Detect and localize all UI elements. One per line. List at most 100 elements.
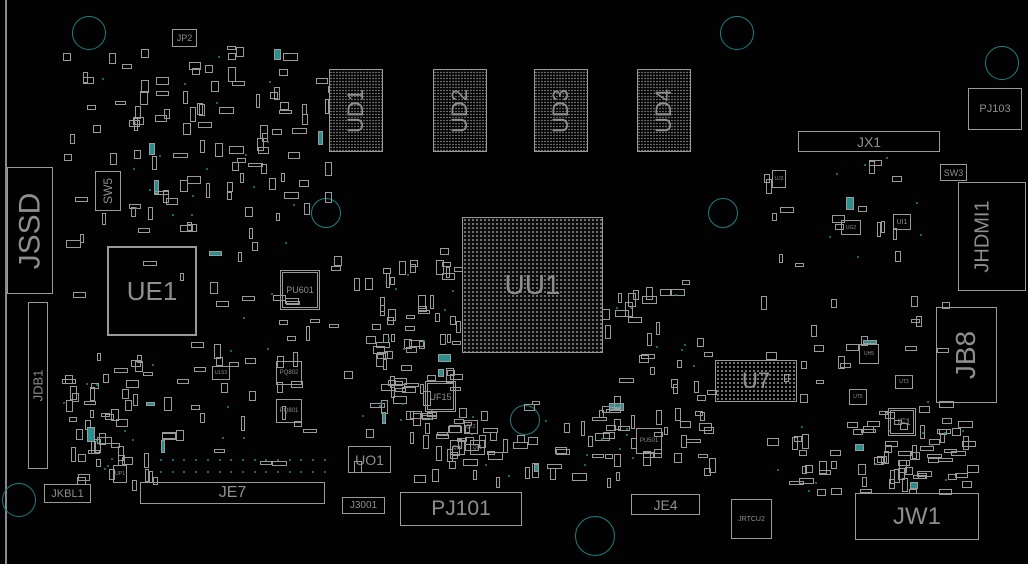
component-UJ3[interactable]: UJ3	[772, 170, 786, 188]
smd-pad	[111, 442, 121, 448]
component-label: QL7	[452, 444, 463, 451]
smd-pad	[155, 114, 168, 122]
smd-pad	[90, 410, 95, 419]
smd-pad	[816, 380, 825, 385]
smd-pad	[686, 438, 701, 443]
component-JX1[interactable]: JX1	[798, 131, 940, 152]
component-J3001[interactable]: J3001	[342, 497, 385, 514]
smd-pad	[663, 426, 668, 435]
component-PJ103[interactable]: PJ103	[968, 88, 1022, 130]
smd-pad	[550, 468, 557, 481]
via	[183, 459, 186, 461]
via	[945, 478, 948, 481]
smd-pad	[920, 446, 935, 452]
smd-pad	[82, 72, 88, 84]
component-PU501[interactable]: PU501	[636, 428, 662, 454]
smd-pad	[136, 354, 142, 363]
smd-pad	[74, 197, 88, 203]
component-PU601[interactable]: PU601	[280, 270, 320, 310]
component-UF1[interactable]: UF1	[888, 408, 916, 436]
smd-pad	[274, 87, 281, 101]
smd-pad	[318, 130, 324, 145]
smd-pad	[258, 147, 270, 155]
component-UD3[interactable]: UD3	[534, 69, 588, 152]
component-PQ801[interactable]: PQ801	[276, 399, 302, 423]
component-JE4[interactable]: JE4	[631, 494, 700, 515]
component-UU1[interactable]: UU1	[462, 217, 603, 353]
component-UH5[interactable]: UH5	[859, 344, 879, 364]
component-UI1[interactable]: UI1	[893, 214, 911, 230]
component-UP1[interactable]: UP1	[113, 465, 127, 483]
component-JP2[interactable]: JP2	[172, 29, 197, 47]
smd-pad	[446, 369, 455, 376]
component-UT3[interactable]: UT3	[895, 375, 913, 389]
smd-pad	[845, 196, 854, 210]
smd-pad	[858, 464, 867, 476]
component-JHDMI1[interactable]: JHDMI1	[958, 182, 1026, 291]
component-U7[interactable]: U7	[715, 360, 797, 402]
via	[423, 340, 425, 343]
component-UE1[interactable]: UE1	[107, 246, 197, 336]
smd-pad	[231, 162, 239, 172]
smd-pad	[403, 383, 419, 387]
smd-pad	[431, 468, 439, 482]
smd-pad	[533, 463, 539, 472]
component-JSSD[interactable]: JSSD	[7, 167, 53, 294]
smd-pad	[343, 370, 353, 379]
component-SW5[interactable]: SW5	[95, 171, 121, 211]
smd-pad	[287, 151, 300, 159]
smd-pad	[942, 418, 953, 425]
component-UL53[interactable]: UL53	[212, 366, 230, 380]
component-QL2[interactable]: QL2	[464, 420, 478, 434]
component-UT5[interactable]: UT5	[849, 389, 867, 405]
component-UD1[interactable]: UD1	[329, 69, 383, 152]
via	[395, 288, 398, 291]
component-JB8[interactable]: JB8	[936, 307, 997, 403]
smd-pad	[209, 282, 218, 295]
component-PJ101[interactable]: PJ101	[400, 492, 522, 526]
smd-pad	[455, 320, 461, 333]
smd-pad	[674, 407, 681, 421]
smd-pad	[766, 178, 773, 194]
component-SW3[interactable]: SW3	[940, 164, 967, 181]
via	[96, 383, 99, 386]
smd-pad	[681, 280, 690, 286]
component-QL7[interactable]: QL7	[450, 440, 465, 455]
smd-pad	[205, 64, 214, 73]
via	[152, 363, 155, 366]
component-UD4[interactable]: UD4	[637, 69, 691, 152]
smd-pad	[325, 98, 330, 114]
smd-pad	[531, 401, 540, 406]
smd-pad	[939, 488, 953, 495]
component-JKBL1[interactable]: JKBL1	[44, 484, 91, 503]
smd-pad	[442, 261, 452, 267]
smd-pad	[802, 433, 810, 449]
smd-pad	[918, 473, 928, 480]
component-label: UF1	[893, 417, 911, 427]
component-UF15[interactable]: UF15	[425, 381, 456, 412]
component-label: JDB1	[30, 369, 46, 402]
smd-pad	[910, 318, 920, 323]
component-UO1[interactable]: UO1	[348, 446, 391, 473]
component-UG2[interactable]: UG2	[841, 220, 861, 235]
component-JDB1[interactable]: JDB1	[28, 302, 48, 469]
component-PQ802[interactable]: PQ802	[276, 361, 302, 385]
component-label: QL2	[466, 424, 476, 430]
smd-pad	[365, 277, 374, 290]
component-UD2[interactable]: UD2	[433, 69, 487, 152]
via	[215, 101, 218, 104]
component-JRTCU2[interactable]: JRTCU2	[731, 499, 772, 539]
smd-pad	[387, 317, 395, 326]
smd-pad	[802, 465, 808, 474]
smd-pad	[888, 479, 895, 490]
component-QL1[interactable]: QL1	[470, 440, 485, 455]
via	[253, 471, 256, 473]
component-JW1[interactable]: JW1	[855, 493, 979, 540]
smd-pad	[408, 339, 424, 347]
smd-pad	[148, 206, 154, 220]
component-JE7[interactable]: JE7	[140, 482, 325, 504]
smd-pad	[920, 424, 926, 439]
smd-pad	[639, 355, 650, 364]
via	[192, 194, 195, 197]
